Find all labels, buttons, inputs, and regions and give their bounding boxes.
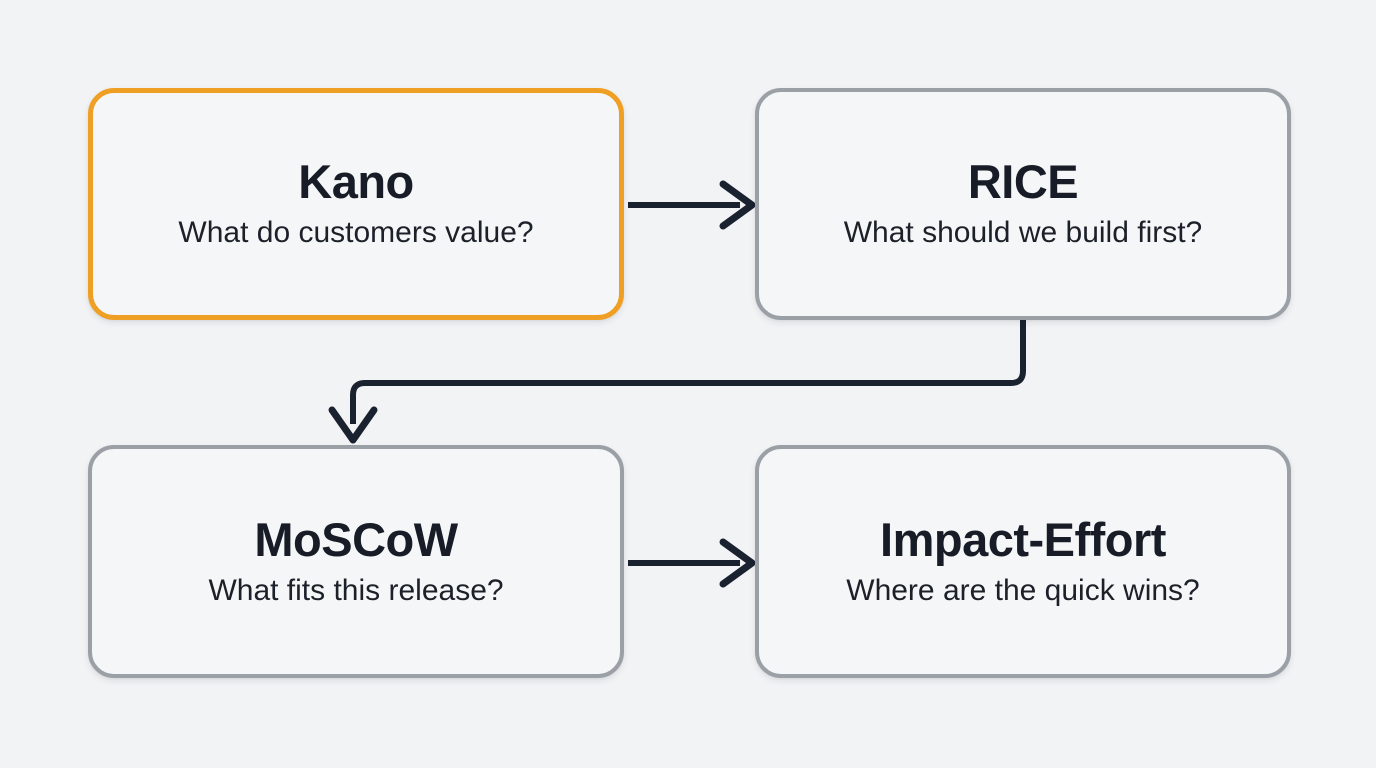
node-kano-title: Kano bbox=[298, 155, 414, 209]
arrowhead-down-icon bbox=[328, 406, 378, 444]
connector-rice-to-moscow-line bbox=[350, 320, 1026, 424]
connector-rice-to-moscow bbox=[328, 320, 1026, 444]
node-impact-effort[interactable]: Impact-Effort Where are the quick wins? bbox=[755, 445, 1291, 678]
node-moscow-title: MoSCoW bbox=[254, 512, 458, 566]
node-impact-effort-title: Impact-Effort bbox=[880, 512, 1166, 566]
node-moscow[interactable]: MoSCoW What fits this release? bbox=[88, 445, 624, 678]
arrowhead-right-icon bbox=[719, 180, 756, 230]
node-moscow-subtitle: What fits this release? bbox=[208, 573, 504, 607]
node-impact-effort-subtitle: Where are the quick wins? bbox=[846, 573, 1200, 607]
node-rice-subtitle: What should we build first? bbox=[843, 216, 1203, 250]
node-rice-title: RICE bbox=[967, 155, 1079, 209]
node-rice[interactable]: RICE What should we build first? bbox=[755, 88, 1291, 320]
node-kano[interactable]: Kano What do customers value? bbox=[88, 88, 624, 320]
node-kano-subtitle: What do customers value? bbox=[178, 216, 534, 250]
connector-kano-to-rice bbox=[628, 180, 756, 230]
arrowhead-right-icon bbox=[719, 538, 756, 588]
connector-moscow-to-impact-effort bbox=[628, 538, 756, 588]
